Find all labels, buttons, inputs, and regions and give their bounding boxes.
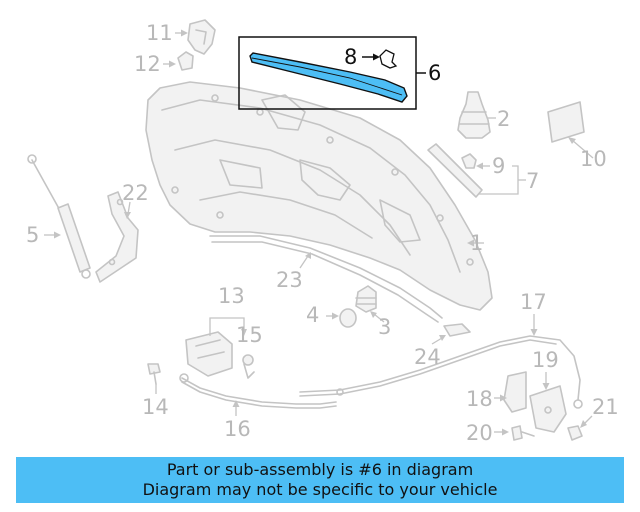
part-11-bracket xyxy=(175,19,216,55)
banner-line-disclaimer: Diagram may not be specific to your vehi… xyxy=(142,480,498,499)
callout-7: 7 xyxy=(526,169,539,193)
callout-10: 10 xyxy=(580,147,607,171)
hood-panel xyxy=(145,81,493,311)
callout-21: 21 xyxy=(592,395,619,419)
part-4-plug xyxy=(326,308,357,328)
callout-18: 18 xyxy=(466,387,493,411)
callout-16: 16 xyxy=(224,417,251,441)
part-19-bracket xyxy=(529,372,567,433)
callout-2: 2 xyxy=(497,107,510,131)
part-20-bolt xyxy=(494,425,535,441)
callout-14: 14 xyxy=(142,395,169,419)
callout-9: 9 xyxy=(492,154,505,178)
part-10-label xyxy=(547,101,594,159)
callout-6: 6 xyxy=(428,61,441,85)
callout-12: 12 xyxy=(134,52,161,76)
part-15-bolt xyxy=(242,354,255,379)
part-17-cable xyxy=(299,314,583,409)
banner-line-part-number: Part or sub-assembly is #6 in diagram xyxy=(166,460,474,479)
part-13-latch xyxy=(185,317,247,377)
part-14-screw xyxy=(147,363,161,394)
callout-11: 11 xyxy=(146,21,173,45)
info-banner: Part or sub-assembly is #6 in diagram Di… xyxy=(16,457,624,503)
callout-4: 4 xyxy=(306,303,319,327)
part-24-pad xyxy=(431,323,471,345)
callout-23: 23 xyxy=(276,268,303,292)
part-18-bracket xyxy=(494,371,527,413)
part-7-strip xyxy=(427,143,526,198)
part-5-gas-strut xyxy=(27,154,91,279)
callout-1: 1 xyxy=(470,231,483,255)
part-12-bumper xyxy=(163,51,194,71)
part-16-cable xyxy=(179,373,337,416)
part-22-hinge xyxy=(95,191,139,283)
part-3-bumper xyxy=(355,285,385,323)
part-23-front-seal xyxy=(209,235,443,323)
callout-19: 19 xyxy=(532,348,559,372)
callout-3: 3 xyxy=(378,315,391,339)
callout-15: 15 xyxy=(236,323,263,347)
callout-20: 20 xyxy=(466,421,493,445)
callout-22: 22 xyxy=(122,181,149,205)
callout-17: 17 xyxy=(520,290,547,314)
part-21-nut xyxy=(567,415,593,441)
part-8-clip xyxy=(362,49,398,69)
callout-24: 24 xyxy=(414,345,441,369)
part-9-clip xyxy=(461,153,490,170)
part-2-boot xyxy=(457,91,496,139)
callout-8: 8 xyxy=(344,45,357,69)
callout-13: 13 xyxy=(218,284,245,308)
callout-5: 5 xyxy=(26,223,39,247)
